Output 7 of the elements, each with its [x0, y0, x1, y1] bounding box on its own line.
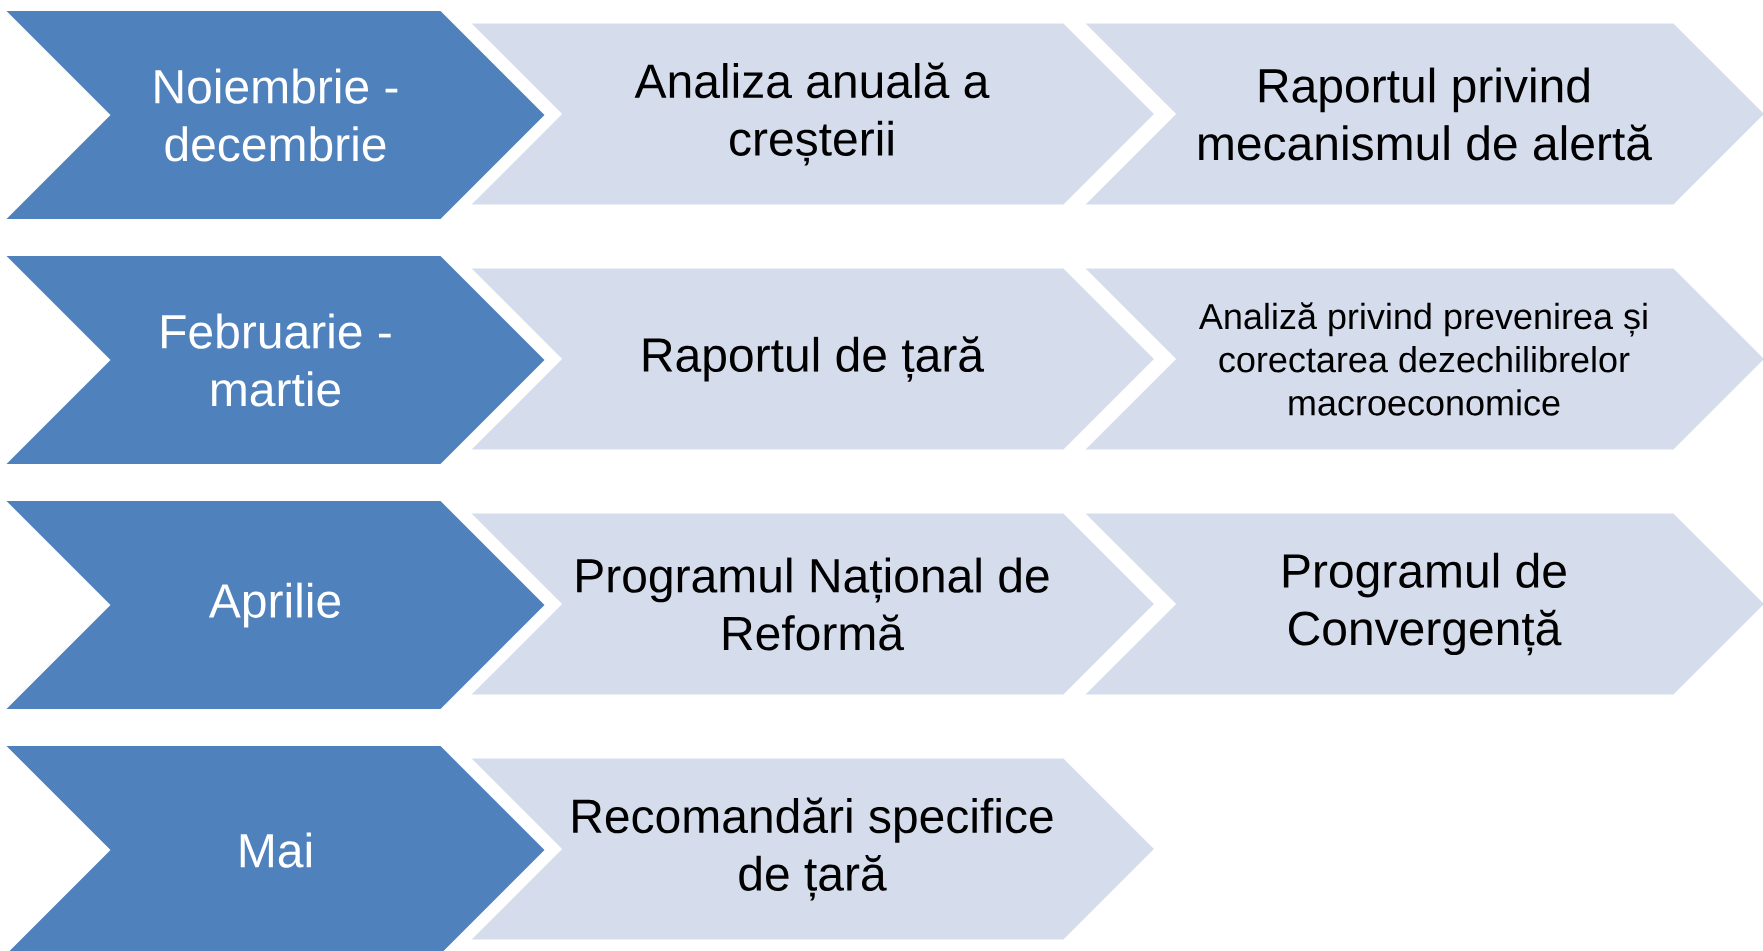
step-box: Mai [6, 746, 545, 951]
step-box: Noiembrie - decembrie [6, 11, 545, 219]
node-label: Raportul privind mecanismul de alertă [1199, 67, 1653, 161]
step-box: Februarie - martie [6, 256, 545, 464]
node-label: Programul de Convergență [1283, 552, 1566, 656]
node-label: Analiză privind prevenirea și corectarea dezechilibrelor macroeconomice [1198, 302, 1647, 416]
step-box: Aprilie [6, 501, 545, 709]
